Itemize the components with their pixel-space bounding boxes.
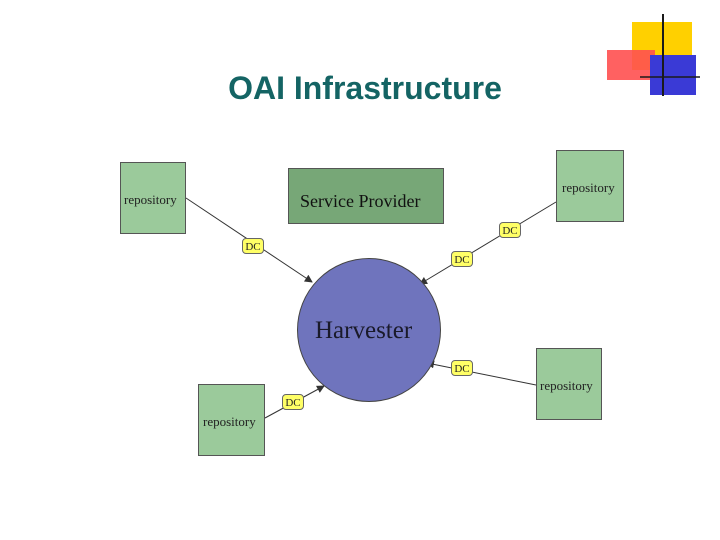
repository-right: repository [536,348,602,420]
dc-badge: DC [451,360,473,376]
dc-badge: DC [499,222,521,238]
repository-left-label: repository [124,192,177,207]
service-provider-box: Service Provider [288,168,444,224]
arrow-right-repo-to-harvester [426,360,537,386]
dc-badge: DC [282,394,304,410]
service-provider-label: Service Provider [300,191,421,211]
dc-badge: DC [451,251,473,267]
repository-left: repository [120,162,186,234]
harvester-circle: Harvester [297,258,441,402]
repository-bottom-left-label: repository [203,414,256,429]
dc-badge: DC [242,238,264,254]
harvester-label: Harvester [315,317,413,344]
arrow-topright-repo-to-harvester [419,201,557,285]
repository-top-right-label: repository [562,180,615,195]
repository-bottom-left: repository [198,384,265,456]
repository-right-label: repository [540,378,593,393]
slide-title: OAI Infrastructure [228,70,502,106]
repository-top-right: repository [556,150,624,222]
